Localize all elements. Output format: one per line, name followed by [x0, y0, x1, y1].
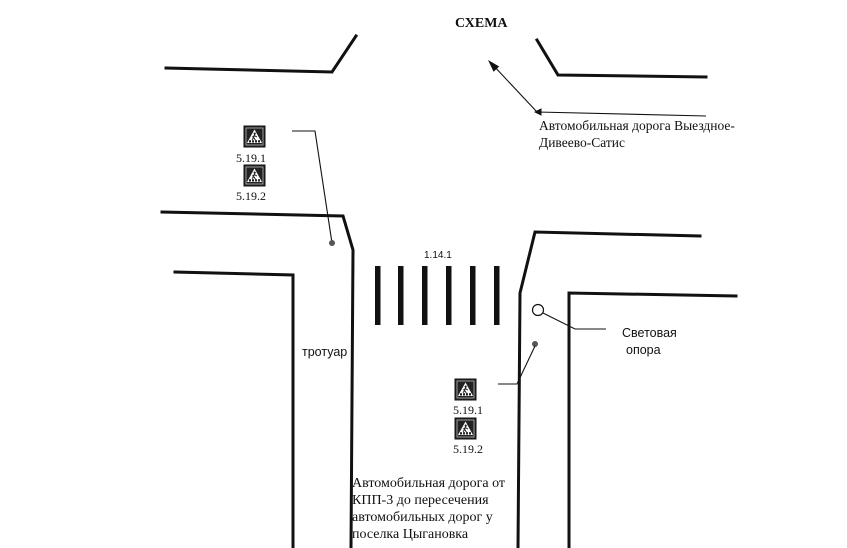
- sign-code-5-19-1-left: 5.19.1: [236, 151, 266, 165]
- road-top-label-line2: Дивеево-Сатис: [539, 135, 625, 150]
- sidewalk-label: тротуар: [302, 345, 347, 359]
- pedestrian-crossing-icon: [454, 417, 477, 440]
- direction-arrow-head-lower: [534, 108, 542, 116]
- right-sign-post-dot: [532, 341, 538, 347]
- crossing-stripe: [375, 266, 381, 325]
- sign-code-5-19-2-right: 5.19.2: [453, 442, 483, 456]
- pedestrian-crossing-icon: [454, 378, 477, 401]
- pedestrian-crossing-icon: [243, 164, 266, 187]
- zebra-crossing: [375, 266, 500, 325]
- left-sign-leader: [292, 130, 333, 244]
- road-bottom-label-line4: поселка Цыгановка: [352, 527, 469, 542]
- right-sidewalk-edge: [567, 291, 738, 548]
- light-pole-label-line1: Световая: [622, 326, 677, 340]
- left-road-upper-edge: [160, 210, 355, 548]
- crossing-stripe: [494, 266, 500, 325]
- top-road-right-edge: [534, 37, 708, 79]
- crossing-marking-label: 1.14.1: [424, 250, 452, 261]
- road-bottom-label-line3: автомобильных дорог у: [352, 510, 493, 525]
- light-pole-leader: [542, 312, 606, 330]
- crossing-stripe: [422, 266, 428, 325]
- road-bottom-label-line1: Автомобильная дорога от: [352, 476, 505, 491]
- right-sign-leader: [498, 345, 536, 385]
- sign-code-5-19-1-right: 5.19.1: [453, 403, 483, 417]
- scheme-title: СХЕМА: [455, 16, 508, 31]
- light-pole-label-line2: опора: [626, 343, 661, 357]
- crossing-stripe: [398, 266, 404, 325]
- left-sign-post-dot: [329, 240, 335, 246]
- right-road-upper-edge: [516, 230, 702, 548]
- direction-arrow-line: [491, 63, 707, 117]
- road-bottom-label-line2: КПП-3 до пересечения: [352, 493, 489, 508]
- top-road-left-edge: [164, 33, 359, 74]
- pedestrian-crossing-icon: [243, 125, 266, 148]
- left-sidewalk-edge: [173, 270, 295, 548]
- crossing-stripe: [446, 266, 452, 325]
- crossing-stripe: [470, 266, 476, 325]
- light-pole-circle: [531, 303, 545, 317]
- direction-arrow-head: [488, 60, 500, 72]
- sign-code-5-19-2-left: 5.19.2: [236, 189, 266, 203]
- road-top-label-line1: Автомобильная дорога Выездное-: [539, 118, 735, 133]
